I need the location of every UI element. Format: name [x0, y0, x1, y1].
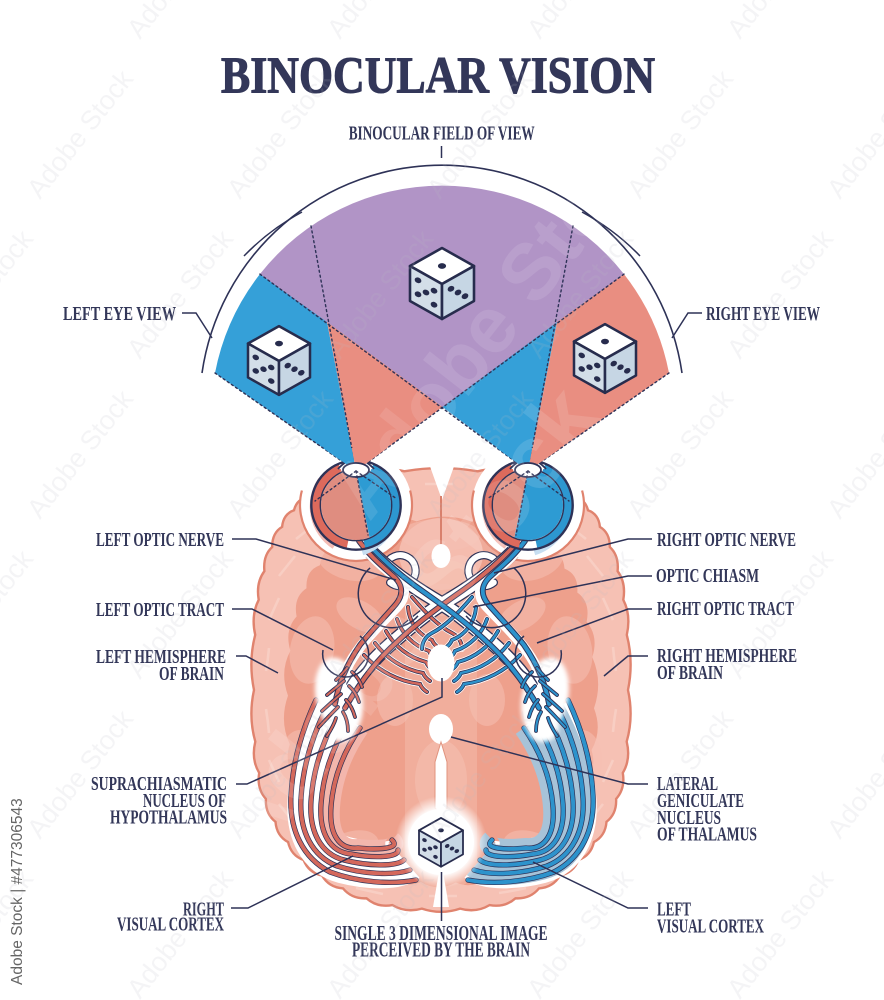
svg-text:LEFT HEMISPHERE: LEFT HEMISPHERE: [96, 646, 226, 668]
svg-text:RIGHT EYE VIEW: RIGHT EYE VIEW: [706, 303, 820, 325]
svg-text:VISUAL CORTEX: VISUAL CORTEX: [657, 916, 764, 938]
svg-text:LEFT EYE VIEW: LEFT EYE VIEW: [63, 303, 176, 325]
svg-text:NUCLEUS OF: NUCLEUS OF: [143, 790, 226, 812]
svg-text:SINGLE 3 DIMENSIONAL IMAGE: SINGLE 3 DIMENSIONAL IMAGE: [335, 921, 548, 945]
svg-text:GENICULATE: GENICULATE: [657, 790, 744, 812]
svg-text:BINOCULAR FIELD OF VIEW: BINOCULAR FIELD OF VIEW: [349, 123, 535, 145]
svg-text:RIGHT: RIGHT: [183, 899, 224, 921]
svg-text:HYPOTHALAMUS: HYPOTHALAMUS: [110, 807, 227, 829]
svg-text:LEFT OPTIC NERVE: LEFT OPTIC NERVE: [96, 529, 224, 551]
svg-text:OPTIC CHIASM: OPTIC CHIASM: [656, 565, 759, 587]
svg-text:OF BRAIN: OF BRAIN: [657, 662, 723, 684]
svg-text:SUPRACHIASMATIC: SUPRACHIASMATIC: [91, 773, 227, 795]
svg-text:LEFT: LEFT: [657, 899, 691, 921]
svg-text:OF BRAIN: OF BRAIN: [159, 663, 224, 685]
svg-text:OF THALAMUS: OF THALAMUS: [657, 824, 757, 846]
svg-text:RIGHT OPTIC NERVE: RIGHT OPTIC NERVE: [657, 529, 796, 551]
svg-text:Adobe Stock | #477306543: Adobe Stock | #477306543: [9, 798, 26, 985]
svg-text:LATERAL: LATERAL: [657, 773, 718, 795]
svg-text:LEFT OPTIC TRACT: LEFT OPTIC TRACT: [96, 599, 224, 621]
svg-text:VISUAL CORTEX: VISUAL CORTEX: [117, 914, 224, 936]
svg-text:NUCLEUS: NUCLEUS: [657, 807, 721, 829]
svg-text:RIGHT OPTIC TRACT: RIGHT OPTIC TRACT: [657, 598, 794, 620]
svg-text:BINOCULAR VISION: BINOCULAR VISION: [221, 48, 655, 105]
svg-text:RIGHT HEMISPHERE: RIGHT HEMISPHERE: [657, 645, 797, 667]
svg-text:PERCEIVED BY THE BRAIN: PERCEIVED BY THE BRAIN: [352, 938, 530, 962]
